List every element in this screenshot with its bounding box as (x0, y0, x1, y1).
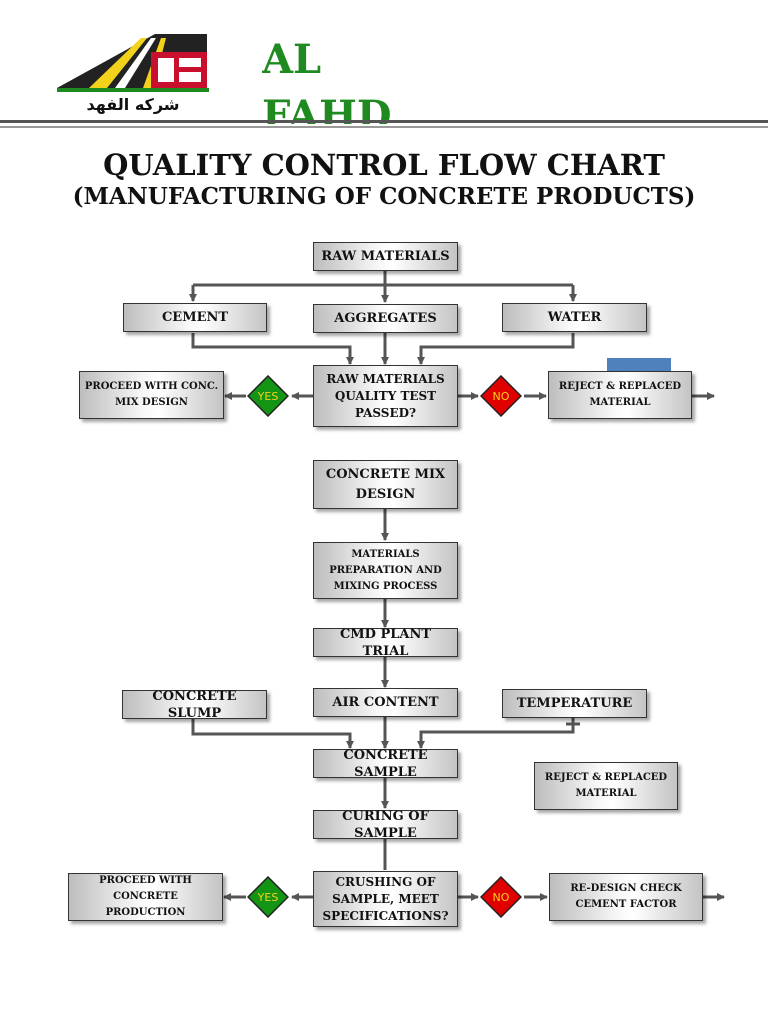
decision-yes-2: YES (247, 876, 289, 918)
page-subtitle: (MANUFACTURING OF CONCRETE PRODUCTS) (72, 183, 696, 210)
decision-no-2: NO (480, 876, 522, 918)
header-rule (0, 120, 768, 123)
decision-yes-1: YES (247, 375, 289, 417)
node-air-content: AIR CONTENT (313, 688, 458, 717)
node-crushing-test: CRUSHING OF SAMPLE, MEET SPECIFICATIONS? (313, 871, 458, 927)
note-marker (607, 358, 671, 374)
node-cement: CEMENT (123, 303, 267, 332)
company-logo: شركه الفهد (57, 34, 209, 114)
node-concrete-sample: CONCRETE SAMPLE (313, 748, 458, 780)
node-concrete-slump: CONCRETE SLUMP (122, 689, 267, 721)
svg-text:YES: YES (257, 891, 279, 904)
node-raw-materials: RAW MATERIALS (313, 242, 458, 271)
node-aggregates: AGGREGATES (313, 304, 458, 333)
svg-text:YES: YES (257, 390, 279, 403)
page-title: QUALITY CONTROL FLOW CHART (103, 148, 665, 182)
node-raw-materials-test: RAW MATERIALS QUALITY TEST PASSED? (313, 365, 458, 427)
svg-text:NO: NO (493, 390, 510, 403)
decision-no-1: NO (480, 375, 522, 417)
node-reject-replaced-2: REJECT & REPLACED MATERIAL (534, 762, 678, 810)
node-reject-replaced-1: REJECT & REPLACED MATERIAL (548, 371, 692, 419)
node-prep-mixing: MATERIALS PREPARATION AND MIXING PROCESS (313, 542, 458, 599)
svg-text:NO: NO (493, 891, 510, 904)
node-cmd-plant-trial: CMD PLANT TRIAL (313, 627, 458, 659)
node-water: WATER (502, 303, 647, 332)
node-concrete-mix-design: CONCRETE MIX DESIGN (313, 460, 458, 509)
logo-caption: شركه الفهد (86, 95, 179, 114)
header-rule-thin (0, 126, 768, 128)
node-proceed-production: PROCEED WITH CONCRETE PRODUCTION (68, 873, 223, 921)
node-proceed-mix-design: PROCEED WITH CONC. MIX DESIGN (79, 371, 224, 419)
company-name: AL FAHD (262, 36, 392, 124)
node-curing-of-sample: CURING OF SAMPLE (313, 809, 458, 841)
node-redesign-cement-factor: RE-DESIGN CHECK CEMENT FACTOR (549, 873, 703, 921)
node-temperature: TEMPERATURE (502, 689, 647, 718)
